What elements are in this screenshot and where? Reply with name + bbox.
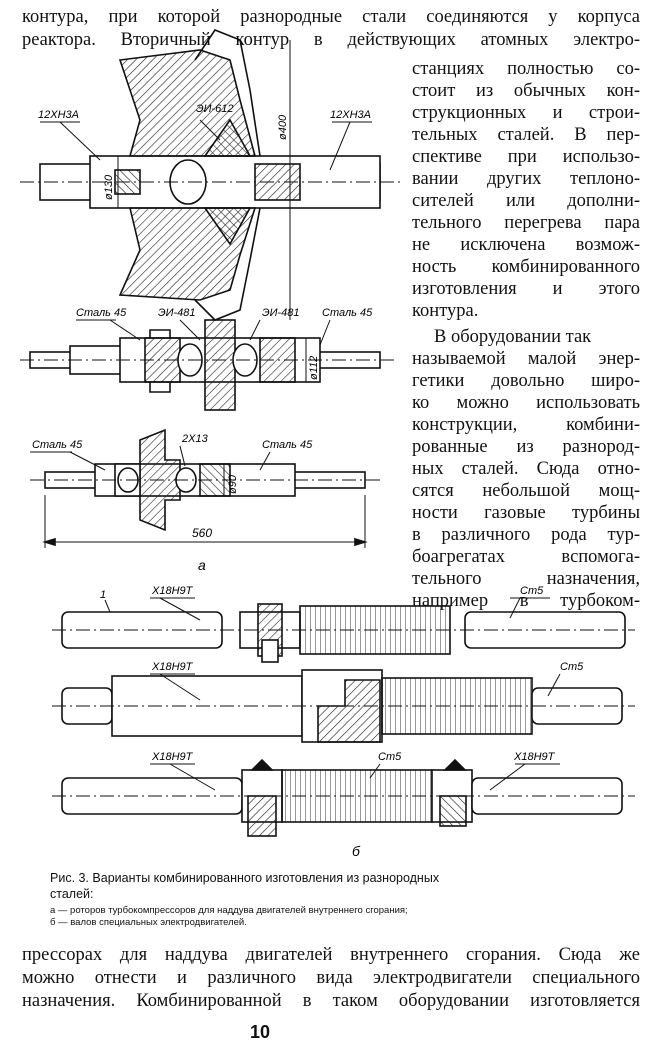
body-text-line: В оборудовании так (434, 327, 592, 347)
figure-a-label: а (198, 557, 206, 573)
rotor-1-material-left: 12ХН3А (38, 109, 79, 121)
rotor-1-disc-diameter: ø400 (277, 114, 289, 140)
shaft-2-material-left: Х18Н9Т (151, 661, 194, 673)
rotor-2-material-left: Сталь 45 (76, 307, 127, 319)
body-text-line: назначения. Комбинированной в таком обор… (22, 991, 640, 1011)
body-text-line: тельного назначения, (412, 569, 640, 589)
body-text-line: тельного перегрева пара (412, 213, 640, 233)
body-text-line: в различного рода тур- (412, 525, 640, 545)
shaft-2-material-right: Ст5 (560, 661, 584, 673)
body-text-line: сятся небольшой мощ- (412, 481, 640, 501)
shaft-3-drawing (52, 758, 635, 837)
body-text-line: струкционных и строи- (412, 103, 640, 123)
body-text-line: не исключена возмож- (412, 235, 640, 255)
figure-caption: Рис. 3. Варианты комбинированного изгото… (50, 870, 610, 929)
body-text-line: контура. (412, 301, 479, 321)
shaft-1-material-right: Ст5 (520, 585, 544, 597)
rotor-3-diameter: ø90 (227, 474, 239, 494)
body-text-line: станциях полностью со- (412, 59, 640, 79)
body-text-line: ность комбинированного (412, 257, 640, 277)
rotor-1-shaft-diameter: ø130 (103, 174, 115, 200)
page-number: 10 (250, 1022, 271, 1042)
rotor-2-drawing (20, 319, 395, 411)
shaft-1-mark: 1 (100, 589, 106, 601)
rotor-1-drawing (20, 29, 400, 321)
rotor-2-material-right: Сталь 45 (322, 307, 373, 319)
body-text-line: изготовления и этого (412, 279, 640, 299)
shaft-1-drawing (52, 597, 635, 663)
rotor-2-material-center-left: ЭИ-481 (158, 307, 196, 319)
body-text-line: боагрегатах вспомога- (412, 547, 640, 567)
shaft-1-material-left: Х18Н9Т (151, 585, 194, 597)
shaft-3-material-center: Ст5 (378, 751, 402, 763)
body-text-line: рованные из разнород- (412, 437, 640, 457)
rotor-3-length: 560 (192, 526, 212, 540)
body-text-line: реактора. Вторичный контур в действующих… (22, 30, 640, 50)
body-text-line: сителей или дополни- (412, 191, 640, 211)
rotor-3-material-center: 2Х13 (181, 433, 209, 445)
shaft-2-drawing (52, 669, 635, 743)
body-text-line: например в турбоком- (412, 591, 640, 611)
caption-title-line: сталей: (50, 887, 94, 901)
body-text-line: стоит из обычных кон- (412, 81, 640, 101)
rotor-2-diameter: ø112 (308, 356, 320, 380)
body-text-line: контура, при которой разнородные стали с… (22, 7, 640, 27)
caption-item-b: б — валов специальных электродвигателей. (50, 917, 247, 928)
rotor-2-material-center-right: ЭИ-481 (262, 307, 300, 319)
body-text-line: тельных сталей. В пер- (412, 125, 640, 145)
caption-item-a: а — роторов турбокомпрессоров для наддув… (50, 905, 408, 916)
body-text-line: спективе при использо- (412, 147, 640, 167)
body-text-line: можно отнести и различного вида электрод… (22, 968, 640, 988)
rotor-3-material-left: Сталь 45 (32, 439, 83, 451)
rotor-3-drawing (30, 428, 380, 548)
caption-title-line: Рис. 3. Варианты комбинированного изгото… (50, 871, 440, 885)
body-text-line: ных сталей. Сюда отно- (412, 459, 640, 479)
rotor-1-material-center: ЭИ-612 (196, 103, 234, 115)
body-text-line: вании других теплоно- (412, 169, 640, 189)
rotor-1-material-right: 12ХН3А (330, 109, 371, 121)
body-text-line: гетики довольно широ- (412, 371, 640, 391)
body-text-line: прессорах для наддува двигателей внутрен… (22, 945, 640, 965)
shaft-3-material-left: Х18Н9Т (151, 751, 194, 763)
body-text-line: называемой малой энер- (412, 349, 640, 369)
body-text-line: конструкции, комбини- (412, 415, 640, 435)
rotor-3-material-right: Сталь 45 (262, 439, 313, 451)
body-text-line: ко можно использовать (412, 393, 640, 413)
figure-b-label: б (352, 843, 361, 859)
body-text-line: ности газовые турбины (412, 503, 640, 523)
shaft-3-material-right: Х18Н9Т (513, 751, 556, 763)
